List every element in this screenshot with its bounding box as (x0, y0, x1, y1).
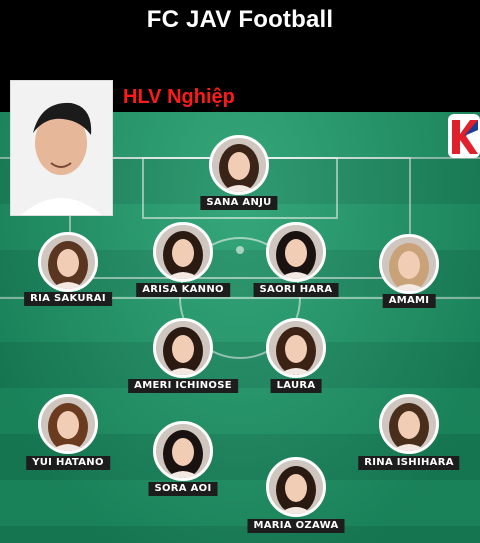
player-name-tag: ARISA KANNO (136, 283, 230, 297)
coach-photo (10, 80, 113, 216)
player-name-tag: SAORI HARA (253, 283, 339, 297)
player-photo (38, 232, 98, 292)
coach-label: HLV Nghiệp (123, 86, 235, 108)
player-photo (266, 318, 326, 378)
player-photo (38, 394, 98, 454)
player-photo (266, 457, 326, 517)
player-photo (153, 318, 213, 378)
player-photo (153, 222, 213, 282)
player-name-tag: MARIA OZAWA (247, 519, 345, 533)
player-photo (266, 222, 326, 282)
page-title: FC JAV Football (146, 6, 334, 33)
player-name-tag: RIA SAKURAI (24, 292, 112, 306)
player-name-tag: YUI HATANO (26, 456, 110, 470)
player-name-tag: SORA AOI (148, 482, 218, 496)
player-photo (209, 135, 269, 195)
player-photo (153, 421, 213, 481)
player-name-tag: AMERI ICHINOSE (128, 379, 238, 393)
brand-logo (446, 112, 480, 160)
player-name-tag: LAURA (270, 379, 322, 393)
player-photo (379, 394, 439, 454)
player-name-tag: RINA ISHIHARA (358, 456, 460, 470)
player-photo (379, 234, 439, 294)
player-name-tag: AMAMI (382, 294, 436, 308)
player-name-tag: SANA ANJU (200, 196, 278, 210)
